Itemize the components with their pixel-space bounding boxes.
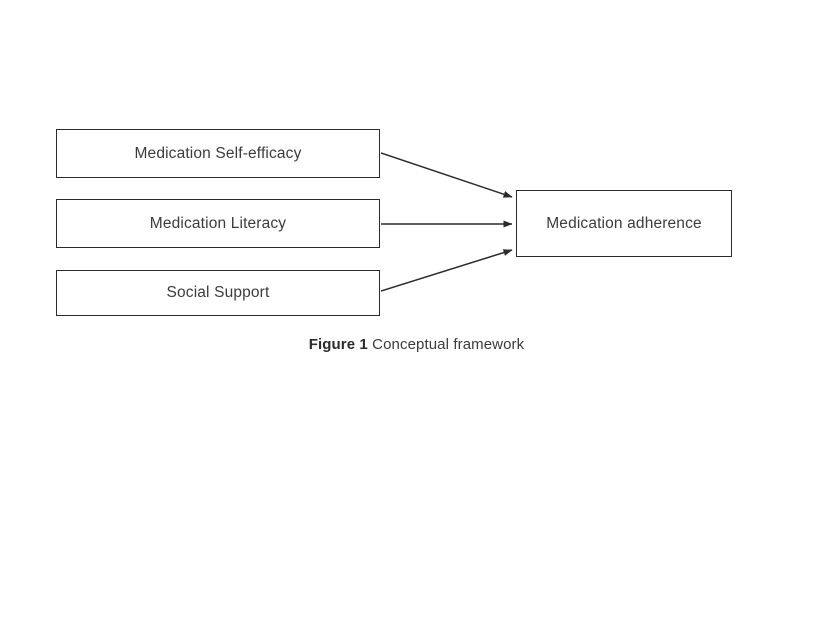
node-label: Medication Self-efficacy: [134, 144, 302, 162]
edge-social-support-to-adherence: [380, 249, 513, 292]
figure-caption: Figure 1 Conceptual framework: [0, 336, 833, 353]
node-medication-adherence: Medication adherence: [516, 190, 732, 257]
node-social-support: Social Support: [56, 270, 380, 316]
node-label: Medication Literacy: [149, 214, 287, 232]
edge-self-efficacy-to-adherence: [380, 152, 513, 198]
figure-caption-text: Conceptual framework: [372, 336, 525, 353]
node-label: Medication adherence: [546, 214, 702, 232]
figure-caption-label: Figure 1: [308, 336, 368, 353]
node-medication-self-efficacy: Medication Self-efficacy: [56, 129, 380, 178]
node-medication-literacy: Medication Literacy: [56, 199, 380, 248]
node-label: Social Support: [166, 284, 270, 301]
